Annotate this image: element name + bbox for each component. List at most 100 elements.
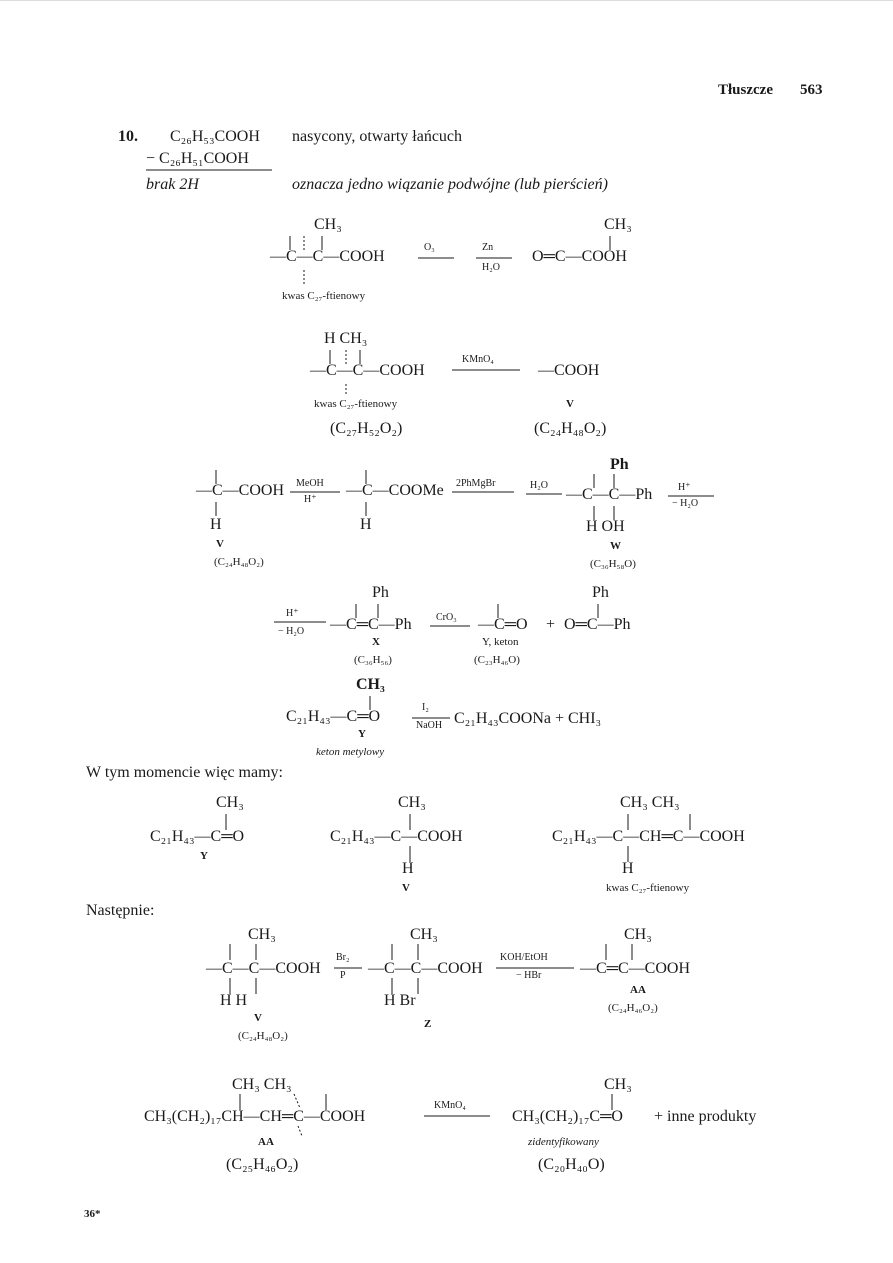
r3-h2: H <box>360 516 372 533</box>
r6-formula-aa: (C₂₄H₄₆O₂) <box>608 1002 658 1014</box>
r2-formula-left: (C₂₇H₅₂O₂) <box>330 420 403 437</box>
r3-fragment-alcohol: —C—C—Ph <box>566 486 653 503</box>
r3-reagent-water: H₂O <box>530 480 548 491</box>
r7-cleavage-mark <box>293 1093 301 1109</box>
r7-cleavage-mark-lower <box>297 1125 303 1137</box>
r4-ph-right: Ph <box>592 584 609 601</box>
r5-caption: keton metylowy <box>316 746 385 758</box>
text-next: Następnie: <box>86 902 155 919</box>
problem-number: 10. <box>118 128 138 145</box>
r3-label-w: W <box>610 540 621 552</box>
r6-reagent-br2: Br₂ <box>336 952 350 963</box>
r4-plus: + <box>546 616 556 633</box>
r5-reagent-iodine: I₂ <box>422 702 429 713</box>
r3-fragment-ester: —C—COOMe <box>346 482 444 499</box>
r2-caption: kwas C₂₇-ftienowy <box>314 398 398 410</box>
r4-formula-y: (C₂₃H₄₆O) <box>474 654 520 666</box>
r7-fragment-ketone: CH₃(CH₂)₁₇C═O <box>512 1108 623 1125</box>
r4-fragment-benzophenone: O═C—Ph <box>564 616 631 633</box>
r7-formula-aa: (C₂₅H₄₆O₂) <box>226 1156 299 1173</box>
r6-reagent-koh: KOH/EtOH <box>500 952 548 963</box>
r1-fragment-right: O═C—COOH <box>532 248 627 265</box>
r7-reagent-kmno4: KMnO₄ <box>434 1100 466 1111</box>
r2-fragment-right: —COOH <box>538 362 600 379</box>
summary-v-fragment: C₂₁H₄₃—C—COOH <box>330 828 463 845</box>
summary-y-fragment: C₂₁H₄₃—C═O <box>150 828 245 845</box>
r1-fragment-left: —C—C—COOH <box>270 248 385 265</box>
r5-label-y: Y <box>358 728 366 740</box>
summary-acid-ch3-pair: CH₃ CH₃ <box>620 794 680 811</box>
r7-ch3-pair: CH₃ CH₃ <box>232 1076 292 1093</box>
text-we-have: W tym momencie więc mamy: <box>86 764 283 781</box>
r7-formula-ketone: (C₂₀H₄₀O) <box>538 1156 605 1173</box>
r3-reagent-h-plus-2: H⁺ <box>678 482 691 493</box>
r1-reagent-zn: Zn <box>482 242 494 253</box>
r2-reagent-kmno4: KMnO₄ <box>462 354 494 365</box>
r1-reagent-water: H₂O <box>482 262 500 273</box>
r7-caption: zidentyfikowany <box>528 1136 599 1148</box>
r7-label-aa: AA <box>258 1136 274 1148</box>
r5-ch3: CH₃ <box>356 676 385 693</box>
r7-fragment-aa: CH₃(CH₂)₁₇CH—CH═C—COOH <box>144 1108 366 1125</box>
r1-caption: kwas C₂₇-ftienowy <box>282 290 366 302</box>
page-number: 563 <box>800 82 823 98</box>
r5-reagent-naoh: NaOH <box>416 720 443 731</box>
summary-v-h: H <box>402 860 414 877</box>
r4-reagent-minus-water: − H₂O <box>278 626 305 637</box>
r5-fragment-methylketone: C₂₁H₄₃—C═O <box>286 708 381 725</box>
r3-reagent-h-plus: H⁺ <box>304 494 317 505</box>
desc-saturated: nasycony, otwarty łańcuch <box>292 128 463 145</box>
r3-h1: H <box>210 516 222 533</box>
formula-subtract: − C₂₆H₅₁COOH <box>146 150 249 167</box>
r4-label-y: Y, keton <box>482 636 519 648</box>
r2-h-ch3: H CH₃ <box>324 330 368 347</box>
running-header-title: Tłuszcze <box>718 82 773 98</box>
r6-ch3-2: CH₃ <box>410 926 438 943</box>
top-edge <box>0 0 893 1</box>
r6-fragment-3: —C═C—COOH <box>580 960 691 977</box>
r3-reagent-meoh: MeOH <box>296 478 324 489</box>
formula-saturated: C₂₆H₅₃COOH <box>170 128 260 145</box>
r2-formula-right: (C₂₄H₄₈O₂) <box>534 420 607 437</box>
summary-acid-label: kwas C₂₇-ftienowy <box>606 882 690 894</box>
r6-ch3-1: CH₃ <box>248 926 276 943</box>
sheet-signature: 36* <box>84 1208 101 1220</box>
summary-y-label: Y <box>200 850 208 862</box>
r3-formula-v: (C₂₄H₄₈O₂) <box>214 556 264 568</box>
r4-formula-x: (C₃₆H₅₆) <box>354 654 392 666</box>
r6-h-br: H Br <box>384 992 416 1009</box>
r4-reagent-cro3: CrO₃ <box>436 612 457 623</box>
r6-fragment-2: —C—C—COOH <box>368 960 483 977</box>
r5-products: C₂₁H₄₃COONa + CHI₃ <box>454 710 602 727</box>
r7-ch3-right: CH₃ <box>604 1076 632 1093</box>
summary-y-ch3: CH₃ <box>216 794 244 811</box>
r6-reagent-p: P <box>340 970 346 981</box>
r3-h-oh: H OH <box>586 518 625 535</box>
r4-fragment-alkene: —C═C—Ph <box>330 616 412 633</box>
summary-v-label: V <box>402 882 410 894</box>
r4-label-x: X <box>372 636 380 648</box>
desc-double-bond: oznacza jedno wiązanie podwójne (lub pie… <box>292 176 608 193</box>
r6-hh: H H <box>220 992 248 1009</box>
r2-fragment-left: —C—C—COOH <box>310 362 425 379</box>
r7-other-products: + inne produkty <box>654 1108 757 1125</box>
summary-acid-h: H <box>622 860 634 877</box>
summary-v-ch3: CH₃ <box>398 794 426 811</box>
r4-fragment-ketone: —C═O <box>478 616 528 633</box>
r6-reagent-minus-hbr: − HBr <box>516 970 542 981</box>
r3-reagent-grignard: 2PhMgBr <box>456 478 496 489</box>
missing-2h-label: brak 2H <box>146 176 199 193</box>
r3-formula-w: (C₃₆H₅₈O) <box>590 558 636 570</box>
r3-ph: Ph <box>610 456 629 473</box>
r3-reagent-minus-water: − H₂O <box>672 498 699 509</box>
r3-fragment-acid: —C—COOH <box>196 482 285 499</box>
r1-ch3-right: CH₃ <box>604 216 632 233</box>
r6-ch3-3: CH₃ <box>624 926 652 943</box>
r6-label-aa: AA <box>630 984 646 996</box>
r3-label-v: V <box>216 538 224 550</box>
r1-ch3-left: CH₃ <box>314 216 342 233</box>
r4-ph-top: Ph <box>372 584 389 601</box>
r1-reagent-ozone: O₃ <box>424 242 435 253</box>
r2-product-label: V <box>566 398 574 410</box>
